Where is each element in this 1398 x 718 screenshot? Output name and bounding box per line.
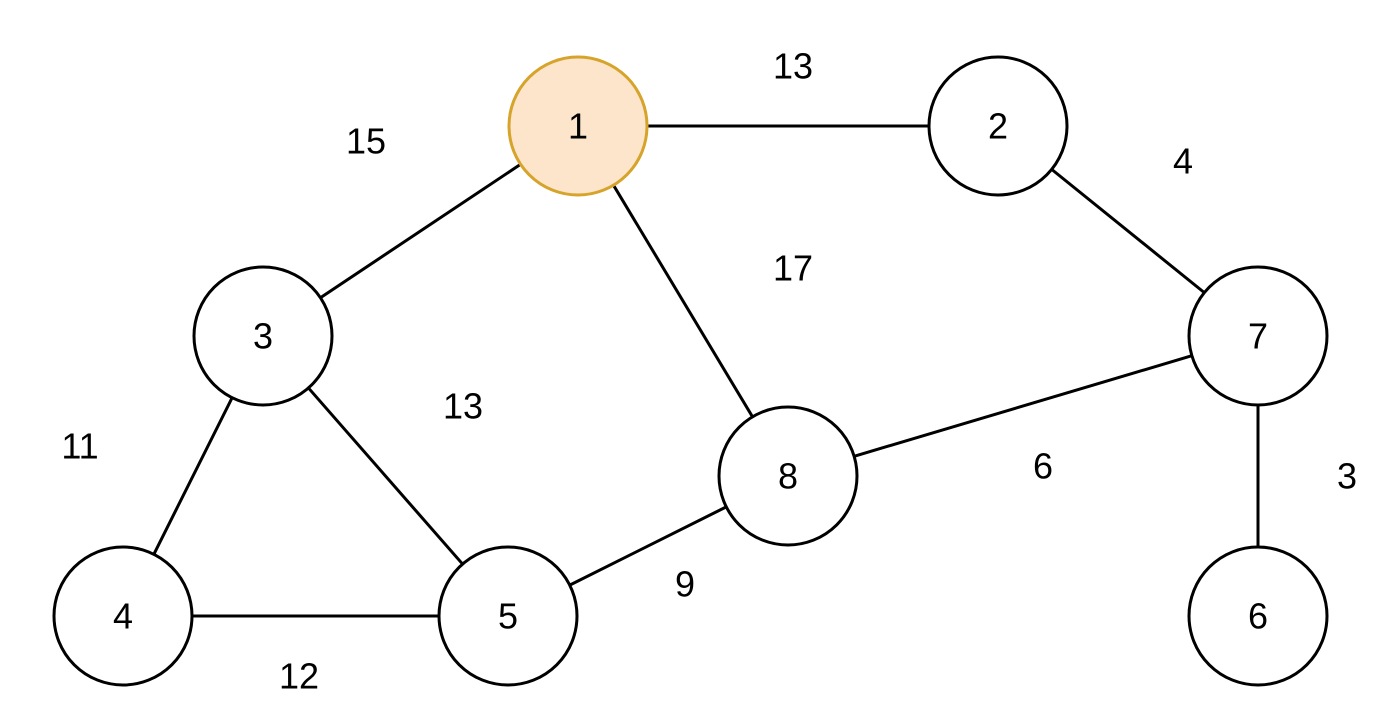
node-2[interactable]: 2	[927, 55, 1069, 197]
node-5[interactable]: 5	[437, 545, 579, 687]
edge-weight-4-5: 12	[279, 656, 319, 697]
node-label-7: 7	[1248, 316, 1268, 357]
node-circle-4	[52, 545, 194, 687]
node-1[interactable]: 1	[507, 55, 649, 197]
edge-weight-3-5: 13	[443, 386, 483, 427]
edge-1-3	[319, 163, 522, 299]
edge-2-7	[1050, 168, 1206, 294]
node-circle-7	[1187, 265, 1329, 407]
node-label-3: 3	[253, 316, 273, 357]
node-8[interactable]: 8	[717, 405, 859, 547]
node-7[interactable]: 7	[1187, 265, 1329, 407]
node-circle-8	[717, 405, 859, 547]
edges-layer	[152, 124, 1260, 618]
node-circle-6	[1187, 545, 1329, 687]
edge-weight-1-3: 15	[346, 121, 386, 162]
edge-weight-8-7: 6	[1033, 446, 1053, 487]
node-label-1: 1	[568, 106, 588, 147]
edge-3-5	[307, 386, 464, 566]
node-label-6: 6	[1248, 596, 1268, 637]
edge-weight-1-8: 17	[773, 248, 813, 289]
edge-weight-5-8: 9	[675, 564, 695, 605]
edge-8-7	[853, 354, 1193, 458]
nodes-layer: 1 2 3 4 5 6 7 8	[52, 55, 1329, 687]
node-label-5: 5	[498, 596, 518, 637]
node-circle-1	[507, 55, 649, 197]
edge-weight-7-6: 3	[1337, 456, 1357, 497]
node-label-4: 4	[113, 596, 133, 637]
node-circle-2	[927, 55, 1069, 197]
edge-weight-2-7: 4	[1173, 141, 1193, 182]
edge-3-4	[152, 397, 234, 555]
edge-weight-1-2: 13	[773, 46, 813, 87]
node-label-8: 8	[778, 456, 798, 497]
edge-5-8	[569, 505, 727, 587]
edge-1-8	[612, 184, 754, 418]
node-label-2: 2	[988, 106, 1008, 147]
node-circle-3	[192, 265, 334, 407]
node-3[interactable]: 3	[192, 265, 334, 407]
node-4[interactable]: 4	[52, 545, 194, 687]
node-circle-5	[437, 545, 579, 687]
node-6[interactable]: 6	[1187, 545, 1329, 687]
edge-weight-3-4: 11	[61, 426, 98, 467]
